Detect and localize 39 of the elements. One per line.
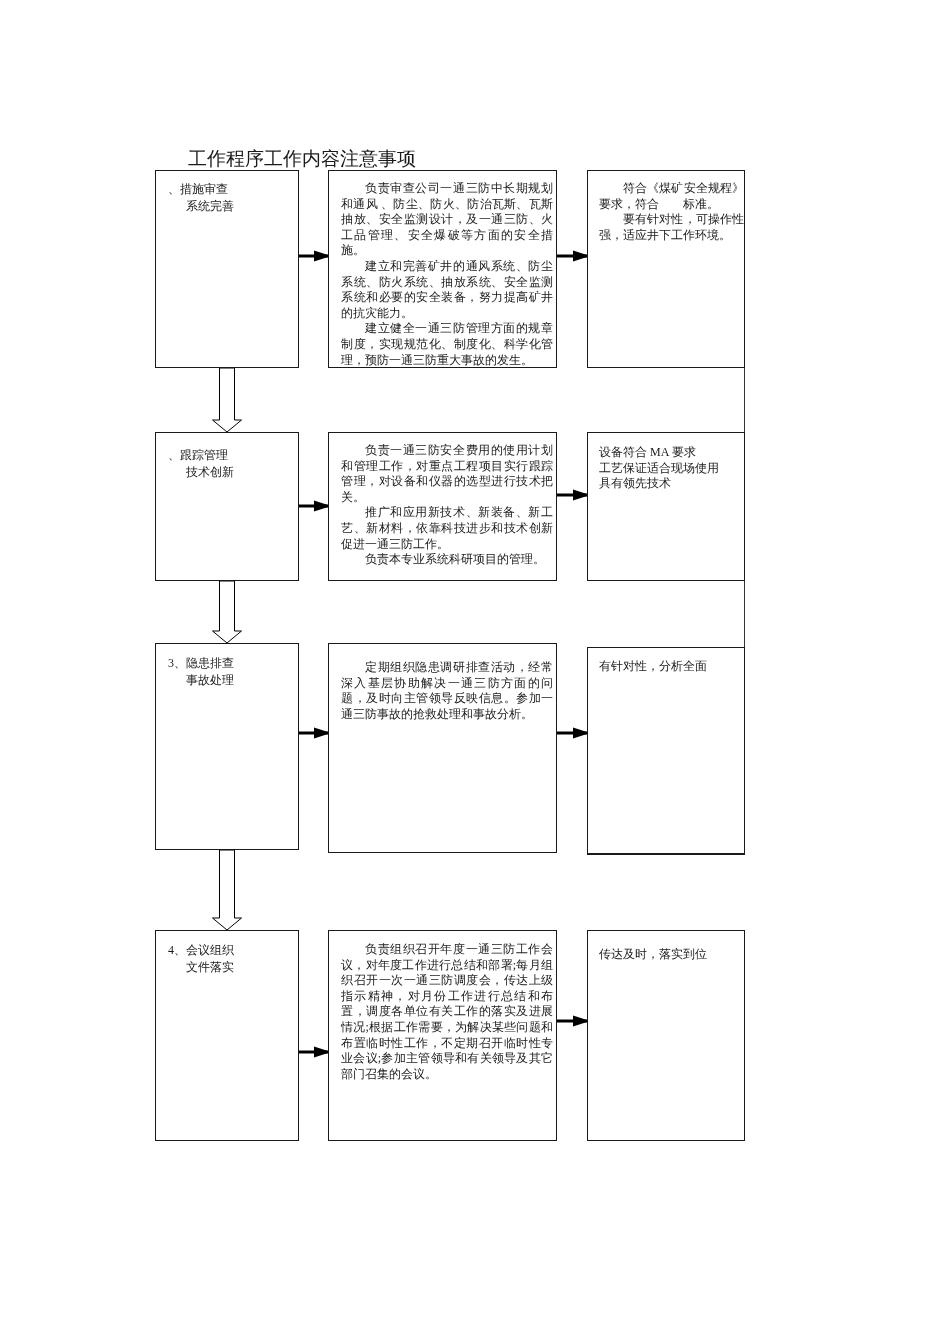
note-text: 设备符合 MA 要求 [599, 445, 696, 461]
note-text: 传达及时，落实到位 [599, 947, 707, 963]
paragraph: 负责组织召开年度一通三防工作会议，对年度工作进行总结和部署;每月组织召开一次一通三防调度会，传达上级指示精神，对月份工作进行总结和布置，调度各单位有关工作的落实及进展情况;根据工作需要，为解决某些问题和布置临时性工作，不定期召开临时性专业会议;参加主管领导和有关领导及其它部门召集的会议。 [341, 942, 553, 1083]
paragraph: 定期组织隐患调研排查活动，经常深入基层协助解决一通三防方面的问题，及时向主管领导反映信息。参加一通三防事故的抢救处理和事故分析。 [341, 660, 553, 723]
step-label: 技术创新 [186, 463, 234, 480]
step-label: 4、会议组织 [168, 942, 234, 959]
step-label: 、措施审查 [168, 181, 228, 198]
paragraph: 推广和应用新技术、新装备、新工艺、新材料，依靠科技进步和技术创新促进一通三防工作。 [341, 505, 553, 553]
content-box [328, 432, 557, 581]
content-box [328, 643, 557, 853]
note-text: 工艺保证适合现场使用 [599, 460, 719, 477]
note-text: 具有领先技术 [599, 476, 671, 492]
step-label: 事故处理 [186, 671, 234, 688]
content-box [328, 930, 557, 1141]
block-arrow [212, 367, 242, 433]
step-box [155, 170, 299, 368]
note-box [587, 170, 745, 368]
paragraph: 负责本专业系统科研项目的管理。 [364, 552, 545, 568]
step-box [155, 643, 299, 850]
note-text: 要有针对性，可操作性强，适应井下工作环境。 [599, 212, 744, 244]
step-box [155, 432, 299, 581]
paragraph: 建立和完善矿井的通风系统、防尘系统、防火系统、抽放系统、安全监测系统和必要的安全装备，努力提高矿井的抗灾能力。 [341, 258, 553, 322]
note-box [587, 930, 745, 1141]
note-text: 符合《煤矿安全规程》要求，符合 标准。 [599, 181, 744, 213]
step-label: 系统完善 [186, 197, 234, 214]
paragraph: 负责一通三防安全费用的使用计划和管理工作，对重点工程项目实行跟踪管理，对设备和仪器的选型进行技术把关。 [341, 443, 553, 506]
note-box [587, 432, 745, 581]
note-text: 有针对性，分析全面 [599, 659, 707, 675]
step-label: 文件落实 [186, 958, 234, 975]
note-box [587, 647, 745, 855]
title: 工作程序工作内容注意事项 [188, 148, 416, 170]
block-arrow [212, 580, 242, 644]
step-label: 3、隐患排查 [168, 655, 234, 672]
step-label: 、跟踪管理 [168, 447, 228, 464]
content-box [328, 170, 557, 368]
block-arrow [212, 849, 242, 931]
paragraph: 建立健全一通三防管理方面的规章制度，实现规范化、制度化、科学化管理，预防一通三防重大事故的发生。 [341, 321, 553, 369]
step-box [155, 930, 299, 1141]
paragraph: 负责审查公司一通三防中长期规划和通风 、防尘、防火、防治瓦斯、瓦斯抽放、安全监测设计，及一通三防、火工品管理、安全爆破等方面的安全措施。 [341, 181, 553, 259]
